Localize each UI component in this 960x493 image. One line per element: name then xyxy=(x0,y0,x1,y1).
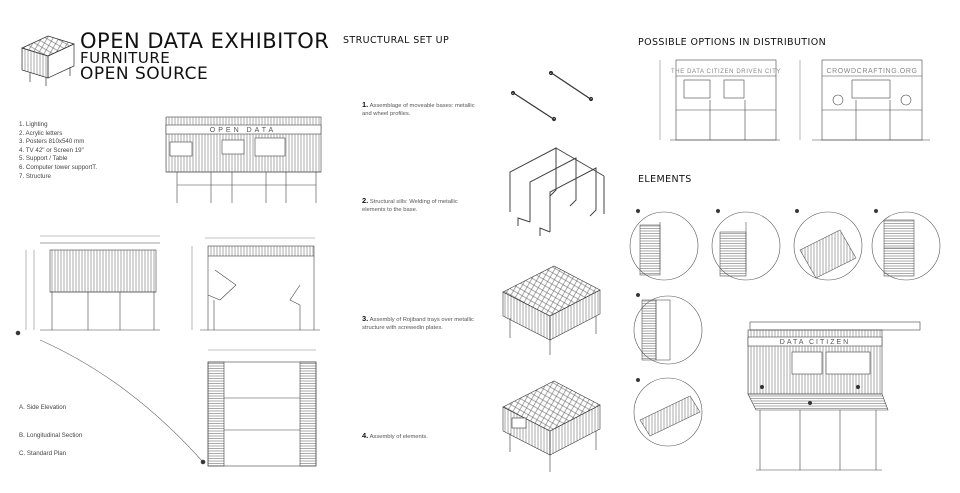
step-3: 3. Assembly of Rojiband trays over metal… xyxy=(362,314,474,331)
detail-4 xyxy=(871,208,941,281)
distribution-option-b-drawing xyxy=(799,59,930,141)
step-2-drawing xyxy=(509,147,605,236)
step-4: 4. Assembly of elements. xyxy=(362,431,428,440)
longitudinal-section-drawing xyxy=(191,237,320,331)
legend-item: 4. TV 42" or Screen 19" xyxy=(19,146,84,154)
front-elevation-sign: OPEN DATA xyxy=(210,127,276,134)
step-1-drawing xyxy=(510,70,594,122)
detail-3 xyxy=(793,208,863,281)
step-1: 1. Assemblage of moveable bases: metalli… xyxy=(362,100,475,117)
side-elevation-drawing xyxy=(15,235,206,465)
front-elevation-drawing xyxy=(165,116,322,203)
standard-plan-drawing xyxy=(207,349,317,467)
view-label-c: C. Standard Plan xyxy=(19,450,67,457)
step-4-drawing xyxy=(502,380,601,472)
component-legend: 1. Lighting 2. Acrylic letters 3. Poster… xyxy=(19,121,97,181)
page-tagline: OPEN SOURCE xyxy=(80,64,209,84)
view-label-a: A. Side Elevation xyxy=(19,404,67,411)
page-title: OPEN DATA EXHIBITOR xyxy=(80,29,330,53)
legend-item: 1. Lighting xyxy=(19,121,48,128)
legend-item: 3. Posters 810x540 mm xyxy=(19,138,85,146)
legend-item: 2. Acrylic letters xyxy=(19,129,63,137)
option-b-sign: CROWDCRAFTING.ORG xyxy=(826,68,917,75)
step-3-drawing xyxy=(502,265,601,355)
detail-6 xyxy=(633,377,703,447)
view-label-b: B. Longitudinal Section xyxy=(19,432,83,439)
option-a-sign: THE DATA CITIZEN DRIVEN CITY xyxy=(671,69,781,75)
elements-heading: ELEMENTS xyxy=(638,174,692,185)
detail-5 xyxy=(633,292,703,365)
page-subtitle: FURNITURE xyxy=(80,49,171,67)
detail-1 xyxy=(629,208,699,281)
element-detail-circles xyxy=(629,208,941,447)
logo-icon xyxy=(21,35,75,86)
element-perspective-drawing xyxy=(747,321,921,471)
structural-heading: STRUCTURAL SET UP xyxy=(343,35,450,46)
distribution-option-a-drawing xyxy=(659,59,780,141)
perspective-sign: DATA CITIZEN xyxy=(780,339,850,346)
step-2: 2. Structural sills: Welding of metallic… xyxy=(362,196,458,213)
legend-item: 5. Support / Table xyxy=(19,155,68,163)
legend-item: 6. Computer tower supportT. xyxy=(19,163,98,171)
detail-2 xyxy=(711,208,781,281)
legend-item: 7. Structure xyxy=(19,172,51,180)
distribution-heading: POSSIBLE OPTIONS IN DISTRIBUTION xyxy=(638,37,827,48)
